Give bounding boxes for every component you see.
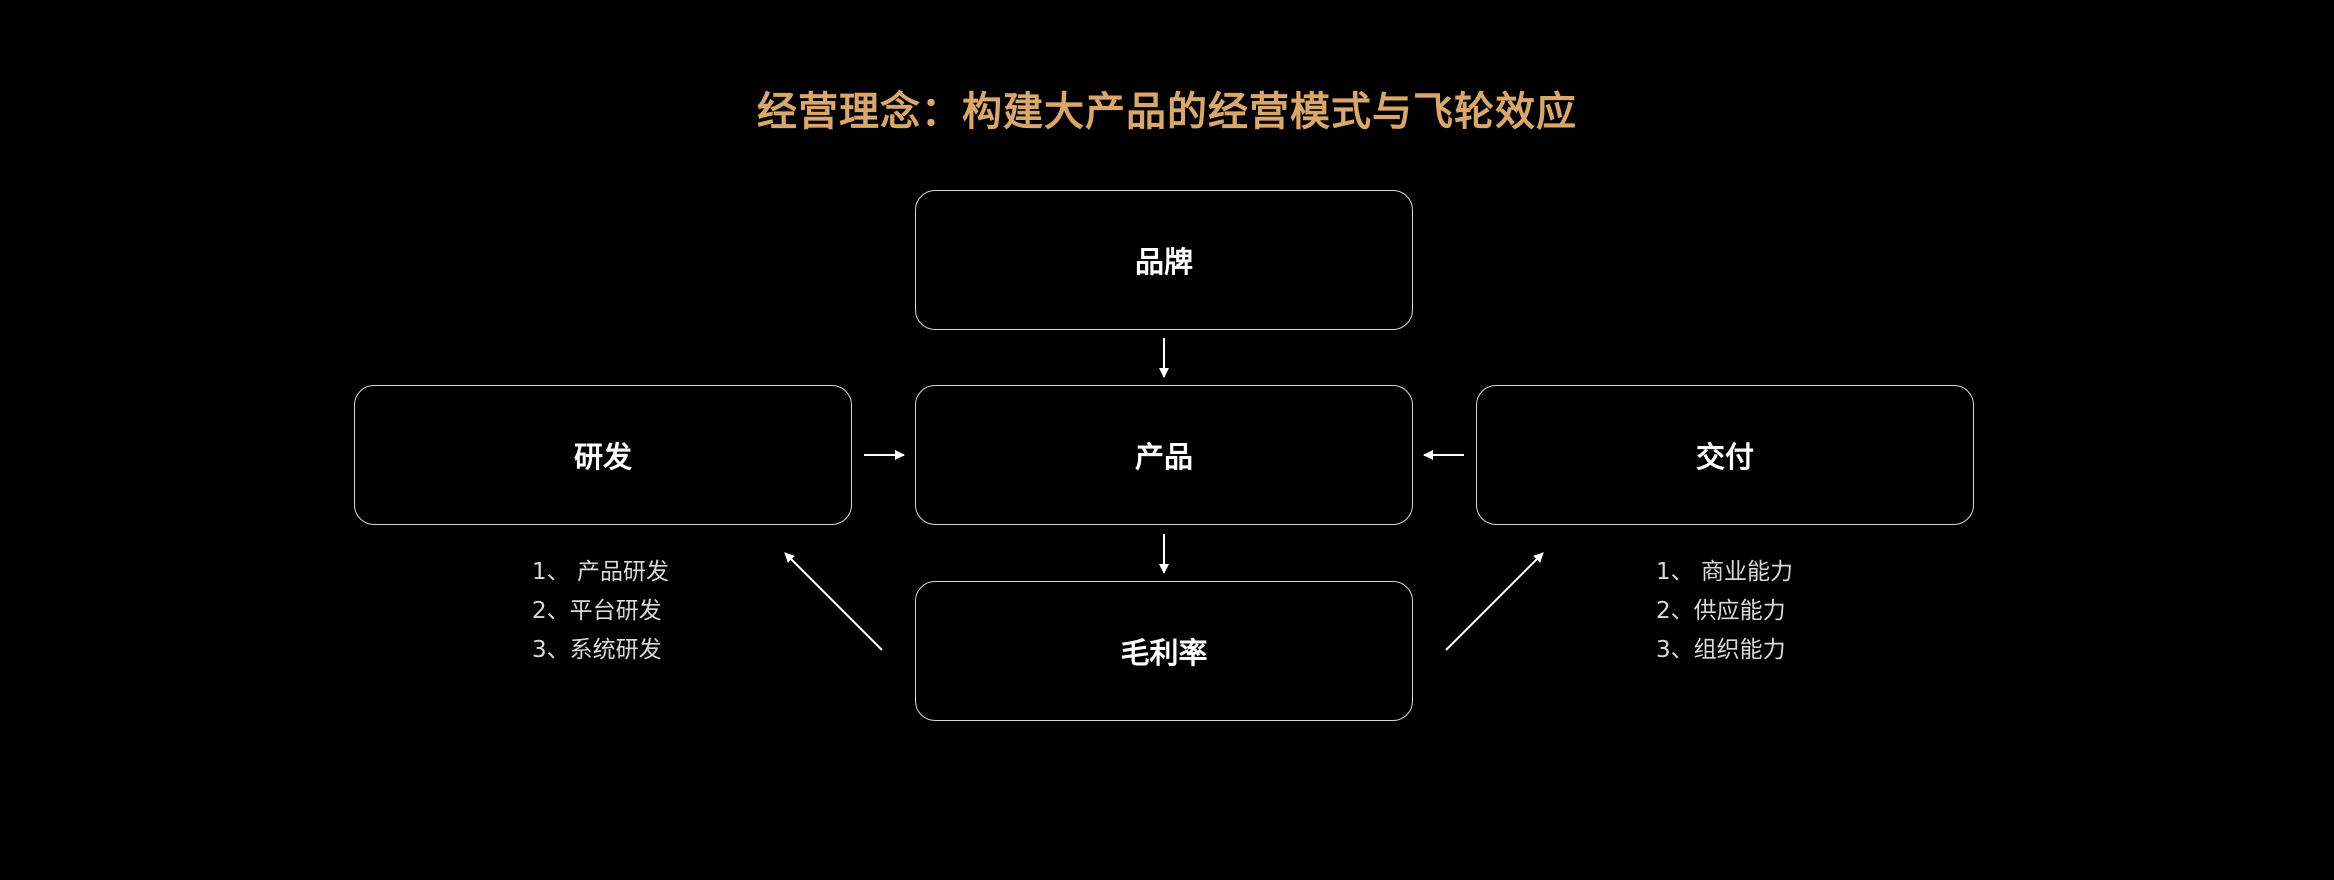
node-rnd: 研发 xyxy=(354,385,852,525)
rnd-item-list: 1、 产品研发 2、平台研发 3、系统研发 xyxy=(532,553,669,670)
node-margin: 毛利率 xyxy=(915,581,1413,721)
node-brand: 品牌 xyxy=(915,190,1413,330)
delivery-item: 3、组织能力 xyxy=(1656,637,1786,663)
node-brand-label: 品牌 xyxy=(1134,245,1193,279)
page-title: 经营理念：构建大产品的经营模式与飞轮效应 xyxy=(757,89,1577,135)
delivery-item-list: 1、 商业能力 2、供应能力 3、组织能力 xyxy=(1656,553,1793,670)
node-product-label: 产品 xyxy=(1134,440,1193,474)
rnd-item: 2、平台研发 xyxy=(532,598,662,624)
node-delivery: 交付 xyxy=(1476,385,1974,525)
node-margin-label: 毛利率 xyxy=(1120,636,1208,670)
arrow-margin-to-rnd xyxy=(784,552,883,651)
delivery-item: 1、 商业能力 xyxy=(1656,559,1793,585)
node-rnd-label: 研发 xyxy=(573,440,632,474)
rnd-item: 1、 产品研发 xyxy=(532,559,669,585)
arrow-margin-to-delivery xyxy=(1445,552,1544,651)
rnd-item: 3、系统研发 xyxy=(532,637,662,663)
node-delivery-label: 交付 xyxy=(1695,440,1754,474)
delivery-item: 2、供应能力 xyxy=(1656,598,1786,624)
node-product: 产品 xyxy=(915,385,1413,525)
